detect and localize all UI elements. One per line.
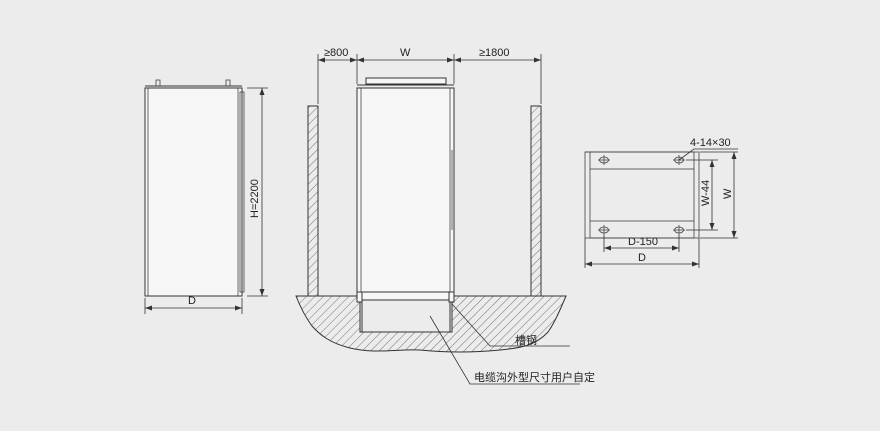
cable-trench-label: 电缆沟外型尺寸用户自定 [474,370,595,384]
holes-label: 4-14×30 [690,137,731,149]
front-view: ≥800 W ≥1800 槽钢 电缆沟外型尺寸用户自定 [295,47,595,385]
channel-steel-base [356,291,455,301]
clearance-right-label: ≥1800 [479,47,510,59]
mounting-holes [598,155,685,235]
cabinet-side-body [144,87,243,297]
inner-width-label: W-44 [700,180,712,206]
cable-trench-leader [429,315,580,385]
right-wall [530,105,542,297]
cable-trench [361,297,451,333]
side-view: H=2200 D [144,79,268,314]
holes-leader [678,148,738,161]
channel-steel-label: 槽钢 [515,334,537,347]
lifting-top-plate [365,77,447,85]
clearance-left-label: ≥800 [324,47,348,59]
left-wall [307,105,319,297]
base-plan: 4-14×30 W-44 W D-150 D [584,137,738,268]
inner-depth-label: D-150 [628,236,658,248]
cabinet-door-edge [239,91,245,293]
width-label: W [400,47,411,59]
ground-section [295,295,567,353]
channel-steel-leader [451,303,570,347]
cabinet-front-body [356,87,455,297]
depth-label: D [188,295,196,307]
base-width-label: W [722,188,734,199]
base-depth-label: D [638,252,646,264]
height-label: H=2200 [249,179,261,218]
base-frame [584,151,700,239]
